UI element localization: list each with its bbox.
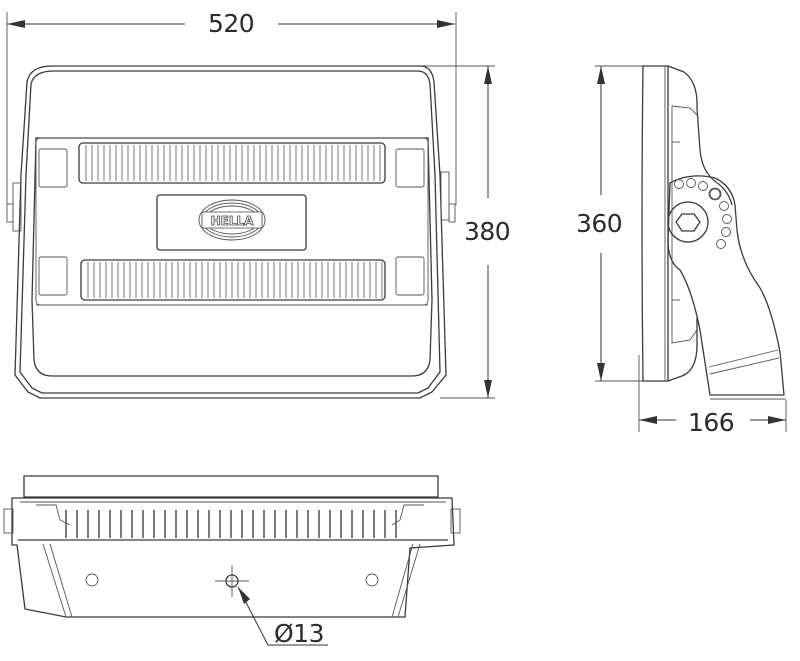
dimension-height-side-label: 360 (576, 209, 623, 238)
hella-logo-icon: HELLA (198, 199, 266, 241)
mounting-hole-icon (215, 565, 249, 597)
front-view: HELLA (6, 12, 495, 399)
dimension-hole-diameter-label: Ø13 (274, 619, 325, 648)
dimension-height-front-label: 380 (464, 217, 511, 246)
svg-text:HELLA: HELLA (211, 214, 255, 228)
dimension-width-label: 520 (208, 9, 255, 38)
side-view (595, 65, 787, 432)
pivot-icon (667, 201, 709, 243)
bottom-view (3, 475, 461, 646)
logo-plate (156, 194, 307, 251)
dimension-depth-label: 166 (688, 408, 735, 437)
